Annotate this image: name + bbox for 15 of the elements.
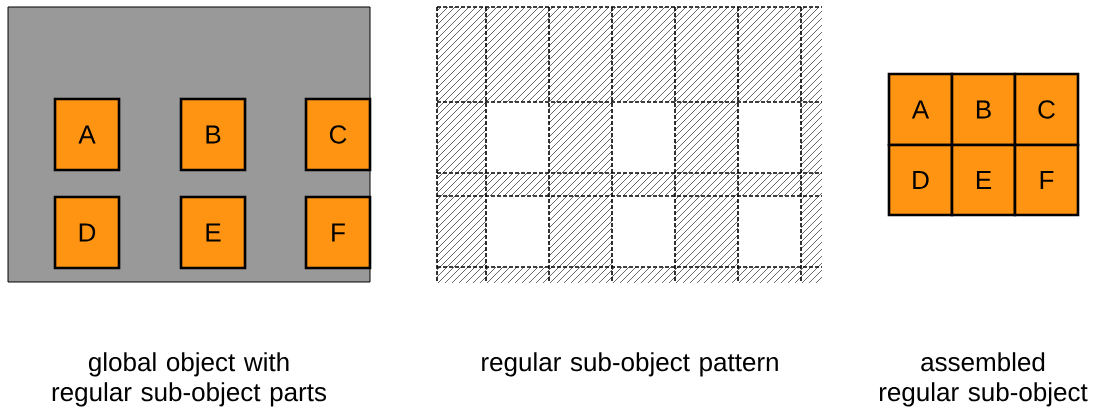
sub-object-box: B [179, 97, 247, 172]
grid-cell: E [950, 143, 1017, 217]
sub-object-box: C [304, 97, 372, 172]
sub-object-box: F [304, 195, 372, 270]
sub-object-box: E [179, 195, 247, 270]
grid-cell: C [1013, 72, 1080, 147]
sub-object-box: A [53, 97, 121, 172]
grid-cell: B [950, 72, 1017, 147]
grid-cell: F [1013, 143, 1080, 217]
grid-cell: A [887, 72, 954, 147]
grid-cell: D [887, 143, 954, 217]
sub-object-box: D [53, 195, 121, 270]
caption: global object with regular sub-object parts [52, 352, 326, 407]
caption: assembled regular sub-object [879, 352, 1088, 407]
caption: regular sub-object pattern [482, 352, 778, 377]
